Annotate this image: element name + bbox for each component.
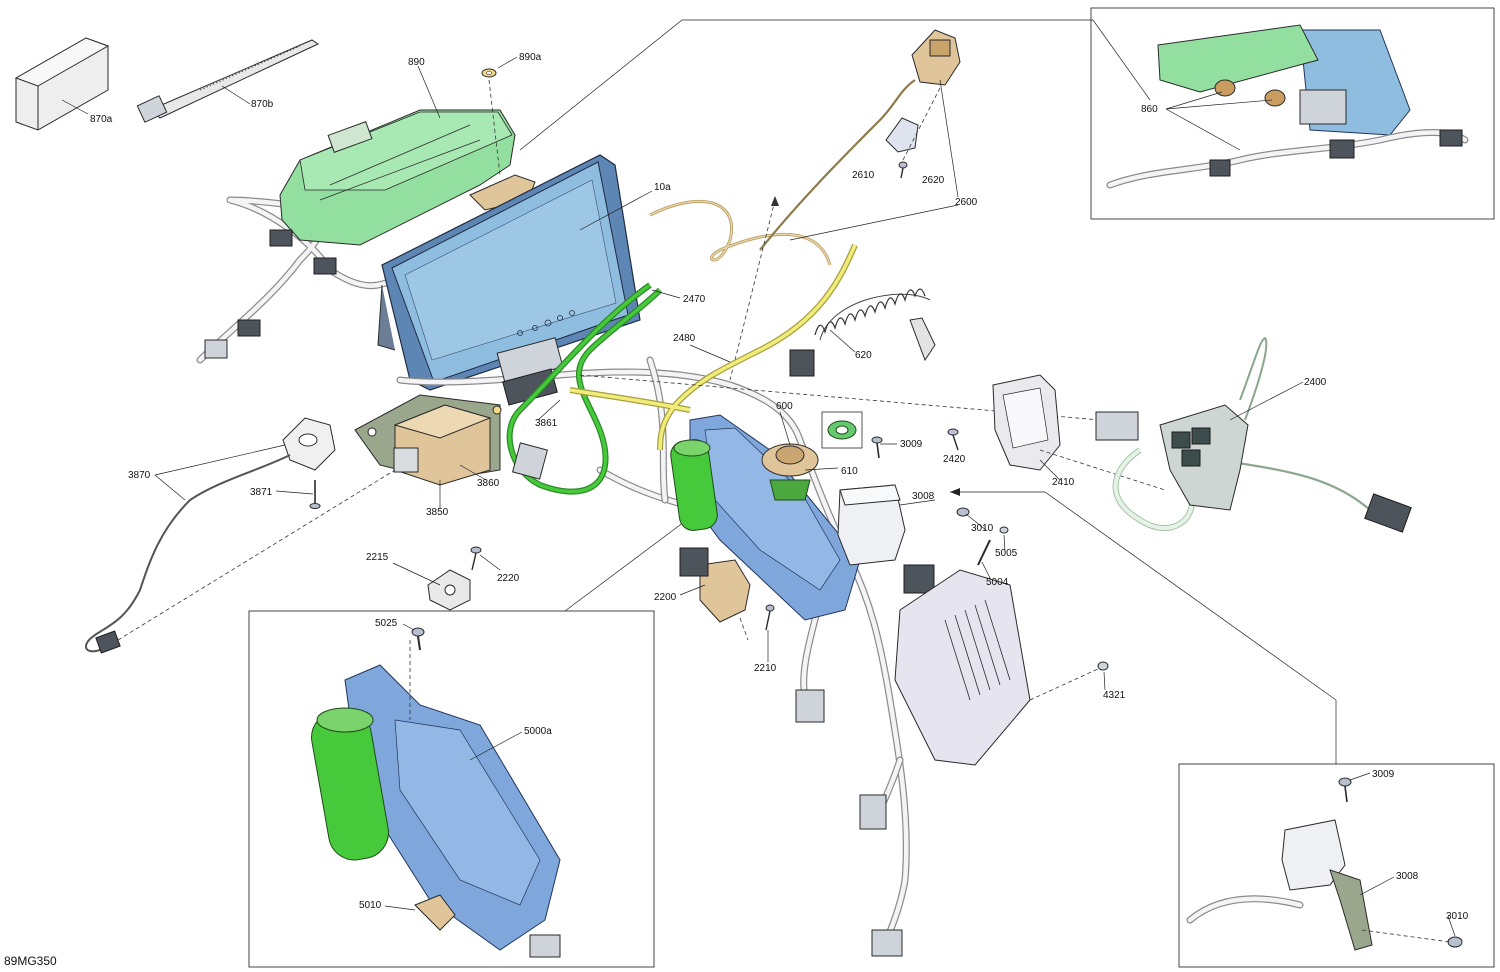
label-890: 890 — [408, 57, 425, 68]
part-2410-housing — [992, 374, 1061, 471]
dash-890a — [488, 79, 501, 176]
part-ecu-module — [670, 414, 861, 621]
label-3009: 3009 — [900, 439, 923, 450]
label-2200: 2200 — [654, 592, 677, 603]
part-2610-clip — [885, 117, 919, 153]
part-870b-tie-strap — [136, 39, 320, 123]
label-3009-inset: 3009 — [1372, 769, 1395, 780]
part-labels: 870a 870b 890 890a 10a 2600 2610 2620 86… — [90, 52, 1469, 922]
label-5000a: 5000a — [524, 726, 552, 737]
label-3870: 3870 — [128, 470, 151, 481]
dash-2600 — [729, 199, 776, 381]
inset-link-bottom-right — [950, 491, 1337, 764]
label-3860: 3860 — [477, 478, 500, 489]
part-600-knob — [761, 443, 819, 501]
part-5025-screw — [411, 627, 425, 651]
part-5004-stud — [977, 539, 991, 566]
label-3008-inset: 3008 — [1396, 871, 1419, 882]
part-3870-sensor — [85, 417, 336, 654]
dash-4321 — [1029, 667, 1101, 701]
label-5004: 5004 — [986, 577, 1009, 588]
label-2610: 2610 — [852, 170, 875, 181]
label-3850: 3850 — [426, 507, 449, 518]
label-3010: 3010 — [971, 523, 994, 534]
label-4321: 4321 — [1103, 690, 1126, 701]
part-620-coil-cord — [814, 288, 936, 362]
part-870a-pad — [14, 37, 110, 131]
dash-2410 — [1039, 449, 1166, 491]
part-2220-screw — [470, 546, 482, 571]
label-3008: 3008 — [912, 491, 935, 502]
part-3008-relay — [837, 484, 906, 566]
dash-3010b — [1361, 929, 1451, 943]
label-3861: 3861 — [535, 418, 558, 429]
arrow-head — [950, 488, 960, 496]
drawing-code: 89MG350 — [4, 954, 57, 968]
label-610: 610 — [841, 466, 858, 477]
inset-link-top — [519, 19, 1151, 151]
label-2470: 2470 — [683, 294, 706, 305]
label-2215: 2215 — [366, 552, 389, 563]
label-5005: 5005 — [995, 548, 1018, 559]
label-2420: 2420 — [943, 454, 966, 465]
label-3871: 3871 — [250, 487, 273, 498]
part-3860-module — [393, 404, 492, 486]
label-5010: 5010 — [359, 900, 382, 911]
part-2400-switch — [1095, 336, 1412, 533]
arrow-2600 — [771, 196, 779, 206]
part-3861-connector — [511, 442, 549, 480]
inset-frame-top-right — [1090, 7, 1495, 220]
label-600: 600 — [776, 401, 793, 412]
leader-lines — [61, 56, 1456, 937]
inset-link-bottom-left — [564, 509, 701, 612]
part-2200-bracket — [679, 547, 751, 623]
label-2620: 2620 — [922, 175, 945, 186]
part-5005-nut — [999, 526, 1009, 534]
part-610-ring — [821, 411, 863, 449]
part-2210-screw — [765, 604, 775, 631]
dash-2210 — [739, 617, 749, 641]
label-3010-inset: 3010 — [1446, 911, 1469, 922]
label-5025: 5025 — [375, 618, 398, 629]
inset-top-right-assembly — [1106, 24, 1469, 189]
inset-bottom-right-relay — [1186, 777, 1463, 951]
label-10a: 10a — [654, 182, 671, 193]
inset-frame-bottom-left — [248, 610, 655, 968]
inset-frame-bottom-right — [1178, 763, 1495, 968]
part-890a-nut — [481, 68, 497, 78]
label-2480: 2480 — [673, 333, 696, 344]
dash-3870 — [117, 469, 396, 641]
part-2420-screw — [947, 428, 959, 451]
part-3871-screw — [309, 480, 321, 509]
part-4321-nut — [1097, 661, 1109, 671]
label-2410: 2410 — [1052, 477, 1075, 488]
label-870b: 870b — [251, 99, 274, 110]
part-2620-screw — [898, 161, 908, 179]
label-2220: 2220 — [497, 573, 520, 584]
part-2470-green-wire-inner — [507, 283, 662, 494]
part-2215-bracket — [427, 569, 471, 611]
part-3009-screw — [871, 436, 883, 459]
part-fuse-box — [894, 569, 1031, 766]
label-2600: 2600 — [955, 197, 978, 208]
label-620: 620 — [855, 350, 872, 361]
label-2210: 2210 — [754, 663, 777, 674]
label-2400: 2400 — [1304, 377, 1327, 388]
part-2600-harness — [649, 29, 961, 266]
part-890-cover — [196, 109, 516, 364]
label-860: 860 — [1141, 104, 1158, 115]
label-890a: 890a — [519, 52, 542, 63]
label-870a: 870a — [90, 114, 113, 125]
part-10a-display — [377, 154, 641, 391]
inset-bottom-left-ecu — [311, 664, 561, 958]
